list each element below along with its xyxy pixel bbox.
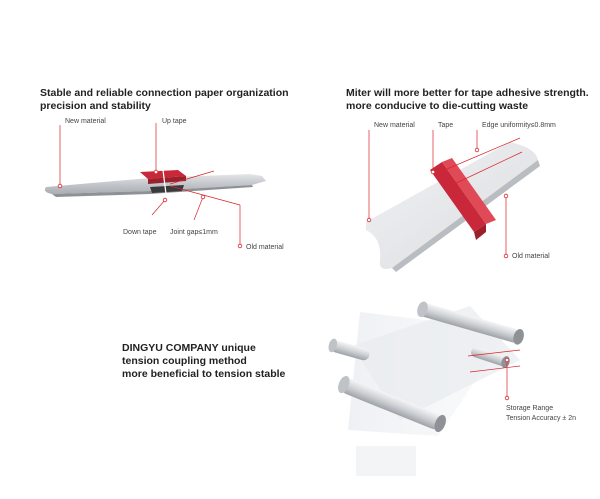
panel3-heading: DINGYU COMPANY unique tension coupling m…: [122, 342, 285, 381]
panel2-callout-dots: [366, 147, 509, 259]
panel2-old-material-label: Old material: [512, 253, 550, 260]
panel1-callout-lines: [59, 123, 241, 244]
panel1-down-tape-label: Down tape: [123, 229, 157, 236]
panel1-joint-gap-label: Joint gap≤1mm: [170, 229, 218, 236]
panel2-tape-label: Tape: [438, 122, 454, 129]
panel3-tension-accuracy-label: Tension Accuracy ± 2n: [506, 415, 576, 422]
panel2-heading-line2: more conducive to die-cutting waste: [346, 100, 529, 112]
panel1-up-tape-label: Up tape: [162, 118, 187, 125]
panel3-heading-line2: tension coupling method: [122, 355, 247, 367]
panel3-callout-lines: [467, 349, 521, 398]
panel3-heading-line1: DINGYU COMPANY unique: [122, 342, 256, 354]
panel2-new-material-label: New material: [374, 122, 415, 129]
panel2-heading: Miter will more better for tape adhesive…: [346, 87, 589, 113]
tension-roller-illustration: [328, 301, 524, 476]
panel1-new-material-label: New material: [65, 118, 106, 125]
miter-splice-illustration: [366, 142, 540, 272]
panel3-storage-range-label: Storage Range: [506, 405, 554, 412]
panel1-heading-line1: Stable and reliable connection paper org…: [40, 87, 289, 99]
panel1-heading-line2: precision and stability: [40, 100, 151, 112]
panel2-callout-lines: [368, 130, 523, 254]
panel3-callout-dots: [504, 357, 510, 401]
panel1-heading: Stable and reliable connection paper org…: [40, 87, 289, 113]
panel1-callout-dots: [57, 169, 243, 249]
splice-strip-illustration: [44, 169, 266, 197]
panel2-edge-uniformity-label: Edge uniformity≤0.8mm: [482, 122, 556, 129]
panel3-heading-line3: more beneficial to tension stable: [122, 368, 286, 380]
panel2-heading-line1: Miter will more better for tape adhesive…: [346, 87, 589, 99]
panel1-old-material-label: Old material: [246, 244, 284, 251]
